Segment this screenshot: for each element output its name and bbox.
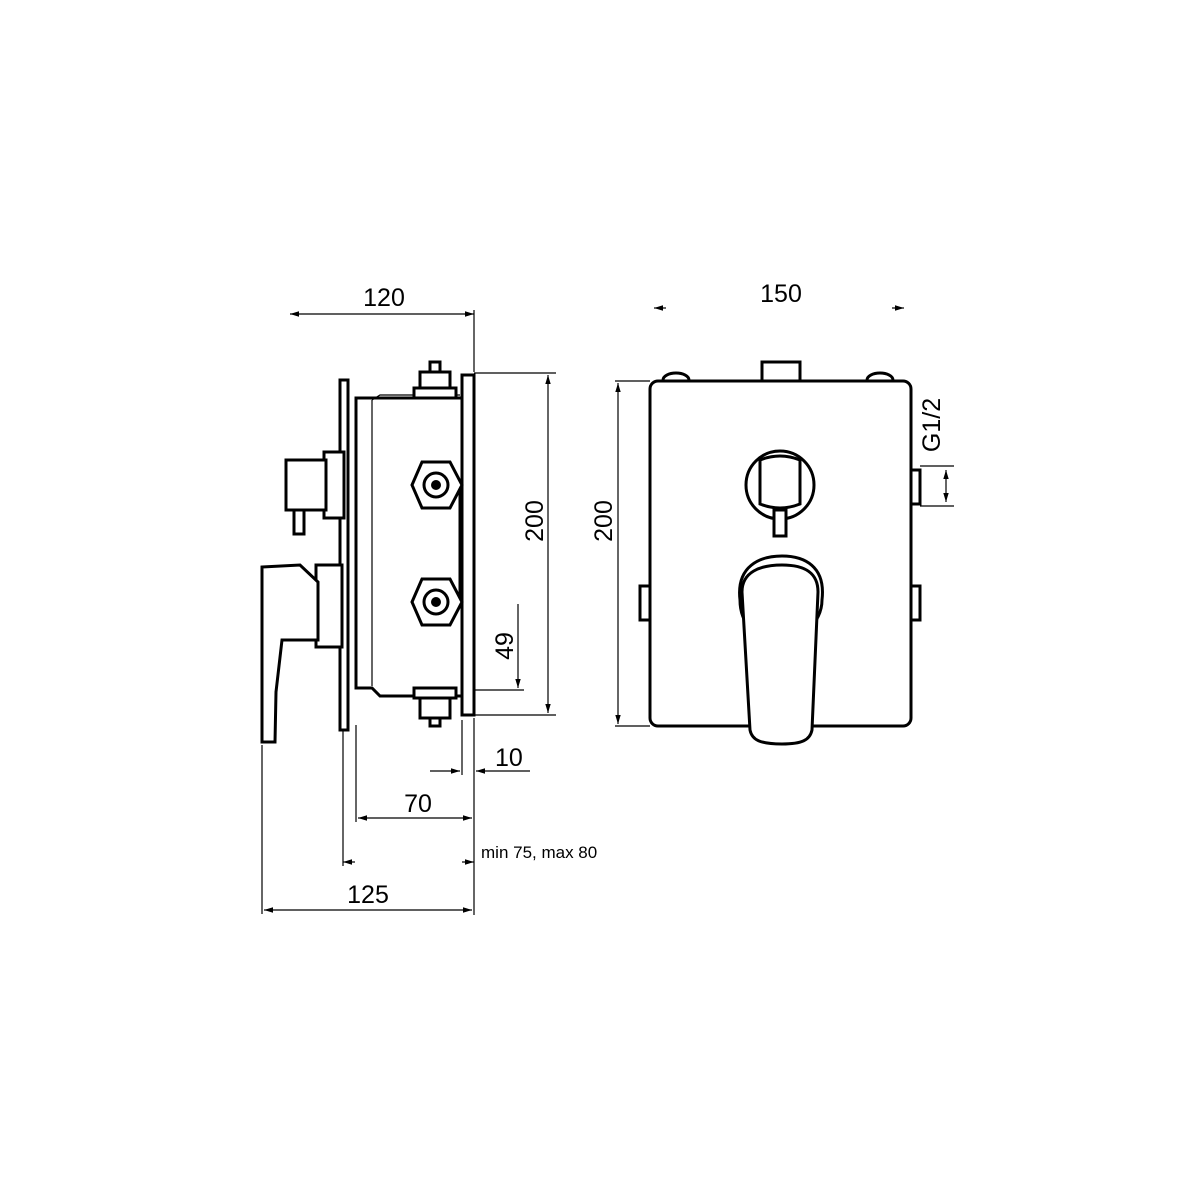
side-lever-handle [260, 563, 344, 744]
front-view: 150 200 G1/2 [590, 280, 954, 746]
side-view: 120 200 49 10 70 min 75, max 80 125 [260, 284, 597, 915]
side-bottom-connector [412, 686, 458, 728]
dim-49-label: 49 [491, 632, 519, 660]
side-diverter-knob [284, 450, 346, 536]
dim-120-label: 120 [363, 284, 405, 312]
side-valve-body [354, 396, 472, 698]
dim-10-label: 10 [495, 744, 523, 772]
dim-70-label: 70 [404, 790, 432, 818]
dim-front-200-label: 200 [590, 500, 618, 542]
front-lever-handle [738, 554, 824, 746]
dim-side-200-label: 200 [521, 500, 549, 542]
dim-150-label: 150 [760, 280, 802, 308]
dim-125-label: 125 [347, 881, 389, 909]
thread-size-label: G1/2 [918, 398, 946, 452]
side-mount-flange [460, 373, 476, 717]
front-diverter-knob [744, 449, 816, 538]
side-upper-outlet-nut [410, 460, 464, 510]
side-lower-outlet-nut [410, 577, 464, 627]
side-top-connector [412, 360, 458, 400]
side-extension-lines [261, 310, 556, 915]
install-depth-note: min 75, max 80 [481, 843, 597, 862]
front-extension-lines [615, 380, 954, 727]
front-top-inlet [760, 360, 802, 384]
side-wall-plate [338, 378, 350, 732]
